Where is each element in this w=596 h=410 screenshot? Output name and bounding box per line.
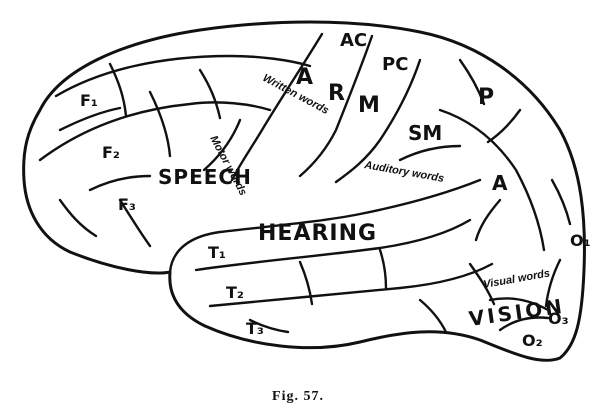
label-pc: PC bbox=[382, 54, 408, 75]
frontal-fold-3 bbox=[148, 90, 172, 158]
temporal-fold-1 bbox=[298, 260, 314, 306]
label-t1: T₁ bbox=[208, 243, 226, 262]
temporal-fold-2 bbox=[378, 248, 388, 290]
label-f2: F₂ bbox=[102, 143, 120, 162]
label-speech: SPEECH bbox=[158, 165, 252, 189]
occipital-fold-4 bbox=[468, 262, 496, 306]
label-r: R bbox=[328, 81, 345, 106]
inferior-temporal-sulcus bbox=[208, 262, 494, 308]
label-o3: O₃ bbox=[548, 309, 569, 328]
inferior-frontal-sulcus bbox=[38, 101, 272, 162]
label-ac: AC bbox=[340, 30, 367, 51]
temporal-fold-4 bbox=[248, 318, 290, 334]
parietal-fold-5 bbox=[550, 178, 572, 226]
frontal-fold-2 bbox=[108, 62, 128, 118]
superior-temporal-sulcus bbox=[194, 218, 472, 272]
frontal-fold-4 bbox=[88, 174, 152, 192]
central-sulcus bbox=[298, 34, 374, 178]
postcentral-sulcus bbox=[334, 58, 422, 184]
frontal-fold-1 bbox=[58, 106, 122, 132]
occipital-fold-1 bbox=[488, 297, 550, 312]
figure-caption: Fig. 57. bbox=[272, 389, 324, 404]
intraparietal-sulcus bbox=[438, 108, 546, 252]
label-hearing: HEARING bbox=[258, 221, 377, 246]
parietal-fold-1 bbox=[458, 58, 486, 106]
parietal-fold-4 bbox=[474, 198, 502, 242]
label-a-top: A bbox=[296, 65, 313, 90]
frontal-fold-8 bbox=[202, 118, 242, 172]
superior-frontal-sulcus bbox=[54, 54, 312, 98]
label-o2: O₂ bbox=[522, 331, 543, 350]
label-a-right: A bbox=[492, 171, 508, 195]
occipital-fold-2 bbox=[498, 316, 550, 332]
label-sm: SM bbox=[408, 121, 442, 145]
parietal-fold-2 bbox=[486, 108, 522, 144]
occipital-fold-3 bbox=[544, 258, 562, 308]
frontal-fold-5 bbox=[58, 198, 98, 238]
label-t2: T₂ bbox=[226, 283, 244, 302]
label-f3: F₃ bbox=[118, 195, 136, 214]
label-o1: O₁ bbox=[570, 231, 591, 250]
frontal-fold-7 bbox=[198, 68, 222, 120]
sylvian-fissure bbox=[168, 178, 482, 274]
label-m: M bbox=[358, 93, 380, 118]
temporal-fold-3 bbox=[418, 298, 448, 334]
precentral-sulcus bbox=[230, 32, 324, 182]
label-f1: F₁ bbox=[80, 91, 98, 110]
frontal-fold-6 bbox=[118, 198, 152, 248]
parietal-fold-3 bbox=[398, 144, 462, 162]
label-p: P bbox=[478, 85, 494, 110]
label-t3: T₃ bbox=[246, 319, 264, 338]
